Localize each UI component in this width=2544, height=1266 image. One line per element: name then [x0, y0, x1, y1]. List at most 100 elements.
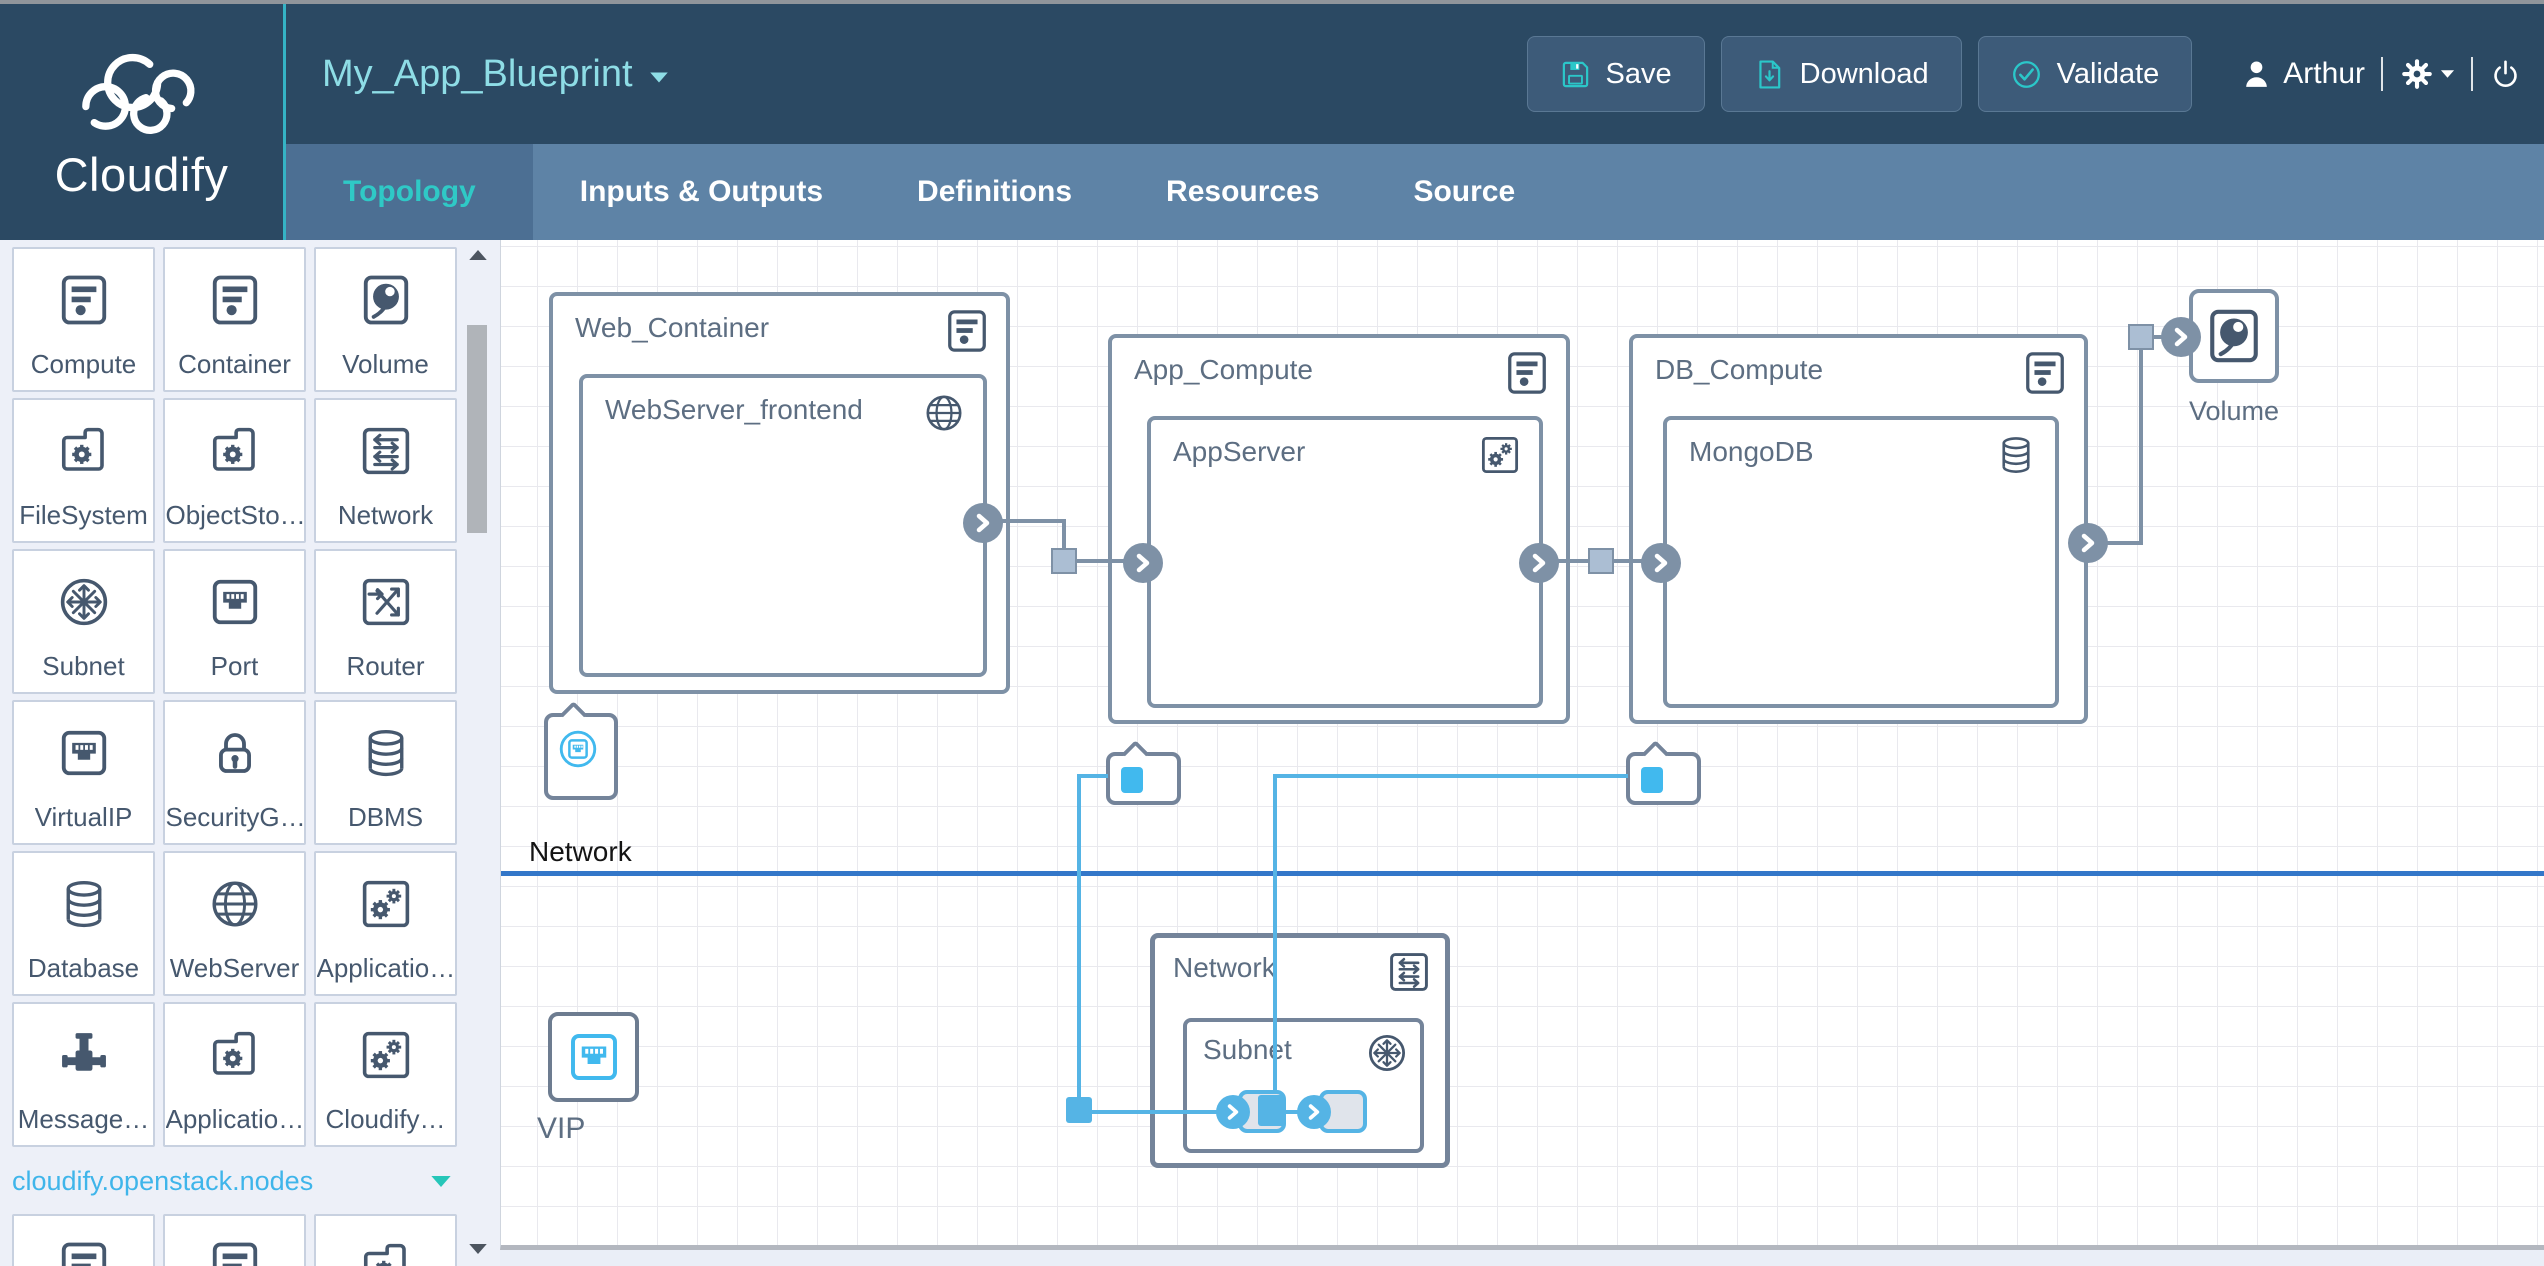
port-line — [1273, 774, 1628, 778]
download-button[interactable]: Download — [1720, 36, 1962, 112]
server-icon — [1504, 350, 1550, 396]
port-chevron[interactable] — [1216, 1095, 1250, 1129]
database-icon — [57, 877, 111, 931]
subnet-icon — [57, 575, 111, 629]
palette-item-partial-3[interactable] — [314, 1214, 457, 1266]
chevron-down-icon[interactable] — [2440, 69, 2455, 79]
palette-item-compute[interactable]: Compute — [12, 247, 155, 392]
connector-square[interactable] — [2128, 324, 2154, 350]
connector-chevron[interactable] — [1123, 543, 1163, 583]
gears-icon — [359, 877, 413, 931]
disk-icon — [2205, 307, 2263, 365]
port-chevron[interactable] — [1297, 1095, 1331, 1129]
node-title: Subnet — [1203, 1034, 1292, 1065]
tab-resources[interactable]: Resources — [1166, 175, 1320, 208]
user-cluster: Arthur — [2240, 56, 2522, 92]
download-button-label: Download — [1799, 57, 1929, 90]
app-header: Cloudify My_App_Blueprint Save Download … — [0, 4, 2544, 240]
node-db-compute[interactable]: DB_Compute MongoDB — [1629, 334, 2088, 724]
callout-db-port[interactable] — [1626, 740, 1701, 805]
palette-item-subnet[interactable]: Subnet — [12, 549, 155, 694]
connector-chevron[interactable] — [2068, 523, 2108, 563]
server-icon — [208, 1240, 262, 1266]
palette-item-partial-1[interactable] — [12, 1214, 155, 1266]
chevron-right-icon — [1527, 551, 1551, 575]
node-mongodb[interactable]: MongoDB — [1663, 416, 2059, 708]
palette-item-partial-2[interactable] — [163, 1214, 306, 1266]
scrollbar-thumb[interactable] — [467, 325, 487, 533]
port-connector-square[interactable] — [1066, 1097, 1092, 1123]
palette-item-volume[interactable]: Volume — [314, 247, 457, 392]
node-subnet[interactable]: Subnet — [1183, 1018, 1424, 1153]
download-icon — [1754, 59, 1785, 90]
callout-app-port[interactable] — [1106, 740, 1181, 805]
node-title: DB_Compute — [1655, 354, 1824, 385]
chevron-right-icon — [2076, 531, 2100, 555]
blueprint-title-dropdown[interactable]: My_App_Blueprint — [322, 53, 669, 96]
connector-chevron[interactable] — [1641, 543, 1681, 583]
validate-button-label: Validate — [2056, 57, 2160, 90]
palette-grid: Compute Container Volume FileSystem Obje… — [0, 240, 470, 1147]
chevron-right-icon — [2169, 325, 2193, 349]
folder-gear-icon — [208, 424, 262, 478]
node-appserver[interactable]: AppServer — [1147, 416, 1543, 708]
cloudify-logo[interactable]: Cloudify — [0, 4, 283, 240]
tab-inputs-outputs[interactable]: Inputs & Outputs — [579, 175, 824, 208]
connector-chevron[interactable] — [2161, 317, 2201, 357]
palette-item-webserver[interactable]: WebServer — [163, 851, 306, 996]
node-volume[interactable] — [2189, 289, 2279, 383]
palette-item-virtualip[interactable]: VirtualIP — [12, 700, 155, 845]
save-button[interactable]: Save — [1526, 36, 1705, 112]
node-title: App_Compute — [1134, 354, 1314, 385]
node-network-group[interactable]: Network Subnet — [1150, 933, 1450, 1168]
network-bus-line[interactable] — [501, 871, 2544, 876]
port-line — [1077, 774, 1081, 1114]
connector-chevron[interactable] — [963, 503, 1003, 543]
connector-square[interactable] — [1051, 548, 1077, 574]
network-icon — [1387, 950, 1431, 994]
palette-item-network[interactable]: Network — [314, 398, 457, 543]
user-name[interactable]: Arthur — [2283, 57, 2365, 90]
validate-icon — [2011, 59, 2042, 90]
scroll-up-icon[interactable] — [468, 248, 488, 262]
globe-icon — [923, 392, 965, 434]
tab-source[interactable]: Source — [1413, 175, 1516, 208]
port-line — [1077, 774, 1108, 778]
node-palette: Compute Container Volume FileSystem Obje… — [0, 240, 500, 1266]
topology-canvas[interactable]: Network Web_Container WebServer_frontend… — [500, 240, 2544, 1250]
callout-web-port[interactable] — [544, 701, 618, 800]
palette-item-securitygroup[interactable]: SecurityG… — [163, 700, 306, 845]
connector-chevron[interactable] — [1519, 543, 1559, 583]
node-vip[interactable] — [548, 1012, 639, 1102]
node-web-container[interactable]: Web_Container WebServer_frontend — [549, 292, 1010, 694]
volume-label: Volume — [2188, 396, 2280, 426]
palette-item-messagebus[interactable]: Message… — [12, 1002, 155, 1147]
palette-item-port[interactable]: Port — [163, 549, 306, 694]
relationship-line — [2088, 541, 2143, 545]
node-webserver-frontend[interactable]: WebServer_frontend — [579, 374, 987, 677]
palette-item-cloudify[interactable]: Cloudify… — [314, 1002, 457, 1147]
gear-icon[interactable] — [2399, 56, 2435, 92]
palette-item-objectstore[interactable]: ObjectSto… — [163, 398, 306, 543]
pipe-icon — [57, 1028, 111, 1082]
palette-scrollbar[interactable] — [466, 240, 490, 1266]
palette-item-database[interactable]: Database — [12, 851, 155, 996]
tab-definitions[interactable]: Definitions — [917, 175, 1073, 208]
chevron-right-icon — [1304, 1102, 1324, 1122]
tab-topology[interactable]: Topology — [286, 144, 533, 240]
palette-item-application-module[interactable]: Applicatio… — [314, 851, 457, 996]
node-title: Web_Container — [575, 312, 770, 343]
palette-item-router[interactable]: Router — [314, 549, 457, 694]
node-app-compute[interactable]: App_Compute AppServer — [1108, 334, 1570, 724]
port-connector-square[interactable] — [1258, 1095, 1285, 1126]
power-icon[interactable] — [2489, 58, 2522, 91]
validate-button[interactable]: Validate — [1977, 36, 2193, 112]
connector-square[interactable] — [1588, 548, 1614, 574]
port-icon — [208, 575, 262, 629]
palette-item-filesystem[interactable]: FileSystem — [12, 398, 155, 543]
palette-item-dbms[interactable]: DBMS — [314, 700, 457, 845]
palette-item-container[interactable]: Container — [163, 247, 306, 392]
palette-section-openstack-nodes[interactable]: cloudify.openstack.nodes — [0, 1155, 500, 1207]
palette-item-application-folder[interactable]: Applicatio… — [163, 1002, 306, 1147]
scroll-down-icon[interactable] — [468, 1242, 488, 1256]
